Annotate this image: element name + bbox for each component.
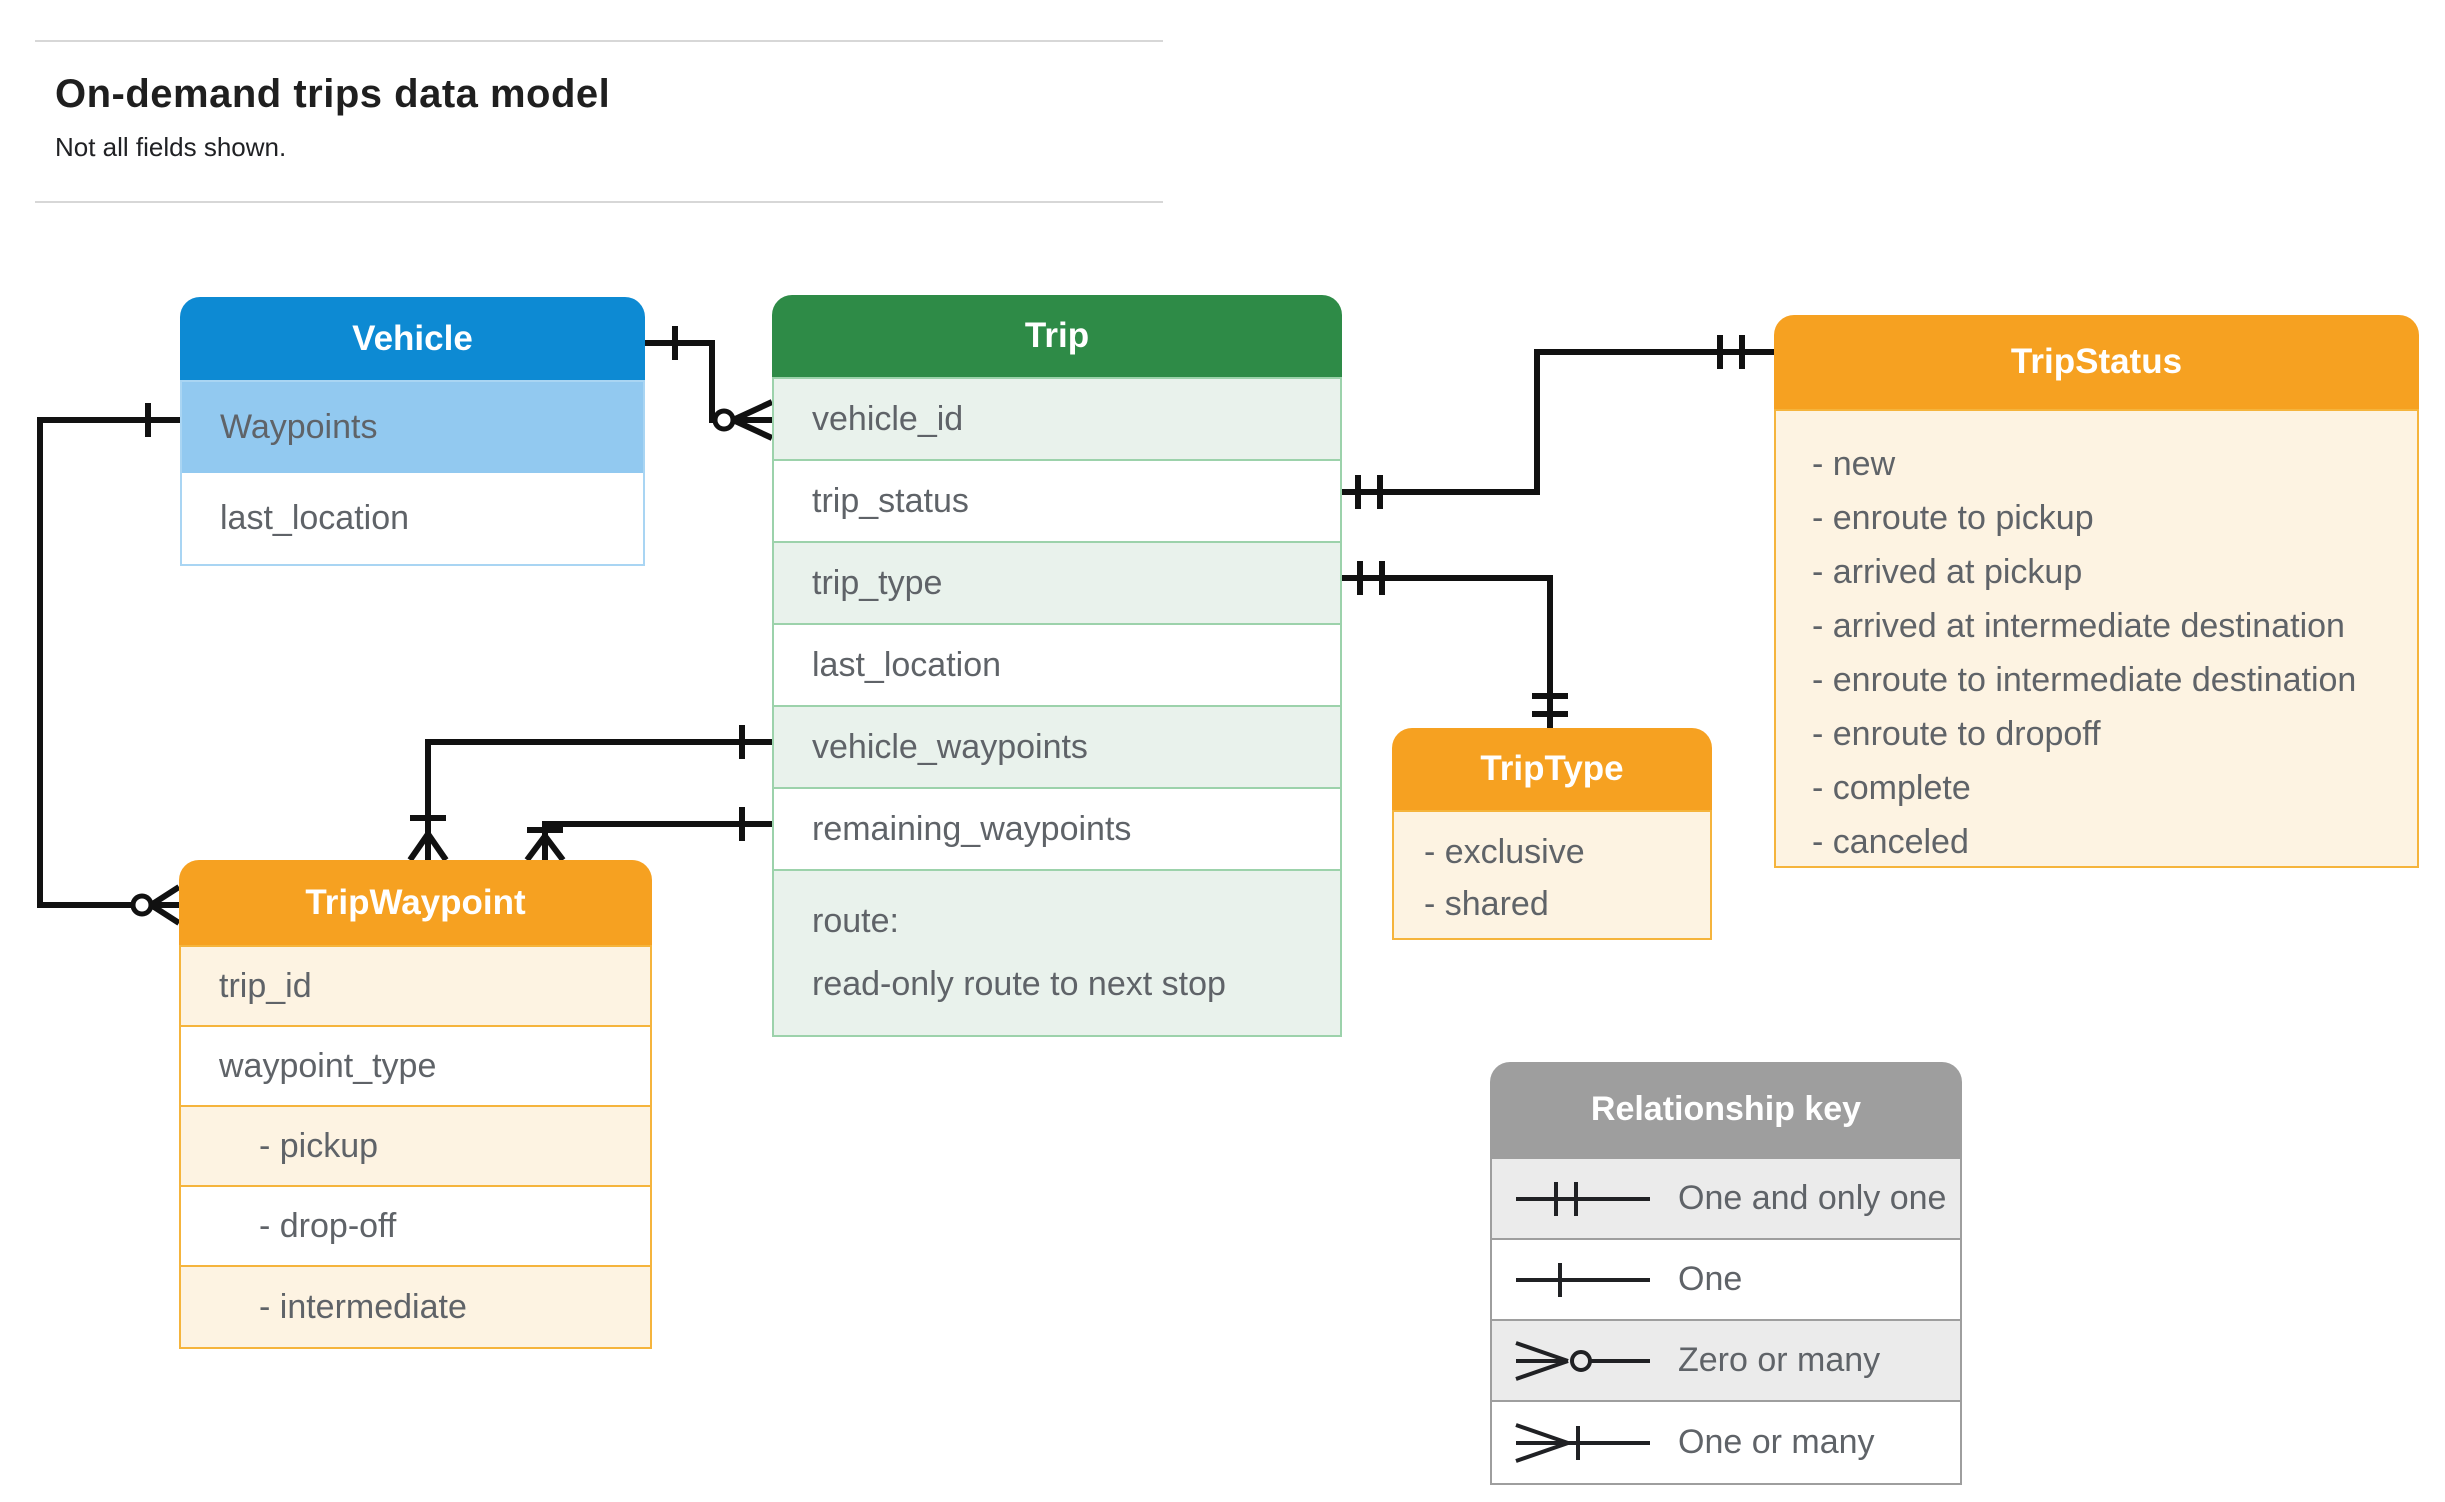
connector-trip-type-to-triptype bbox=[1332, 561, 1568, 728]
entity-tripwaypoint-body: trip_id waypoint_type - pickup - drop-of… bbox=[179, 945, 652, 1349]
enum-value-intermediate: - intermediate bbox=[181, 1267, 650, 1347]
field-route: route: read-only route to next stop bbox=[774, 871, 1340, 1035]
field-vehicle-id: vehicle_id bbox=[774, 379, 1340, 461]
field-waypoint-type: waypoint_type bbox=[181, 1027, 650, 1107]
field-trip-type: trip_type bbox=[774, 543, 1340, 625]
entity-tripstatus-body: - new - enroute to pickup - arrived at p… bbox=[1774, 409, 2419, 868]
enum-value-shared: - shared bbox=[1424, 884, 1549, 923]
relationship-key-header: Relationship key bbox=[1490, 1062, 1962, 1157]
one-icon bbox=[1516, 1262, 1650, 1297]
crow-foot-icon bbox=[524, 834, 566, 862]
entity-vehicle: Vehicle Waypoints last_location bbox=[180, 297, 645, 566]
zero-or-many-icon bbox=[130, 893, 154, 917]
field-trip-id: trip_id bbox=[181, 947, 650, 1027]
enum-value-drop-off: - drop-off bbox=[181, 1187, 650, 1267]
entity-tripstatus: TripStatus - new - enroute to pickup - a… bbox=[1774, 315, 2419, 868]
entity-trip-header: Trip bbox=[772, 295, 1342, 377]
enum-value-canceled: - canceled bbox=[1812, 822, 1969, 861]
divider-bottom bbox=[35, 201, 1163, 203]
entity-tripstatus-header: TripStatus bbox=[1774, 315, 2419, 409]
page-title: On-demand trips data model bbox=[55, 72, 611, 116]
field-waypoints: Waypoints bbox=[182, 382, 643, 473]
entity-triptype-header: TripType bbox=[1392, 728, 1712, 810]
entity-tripwaypoint: TripWaypoint trip_id waypoint_type - pic… bbox=[179, 860, 652, 1349]
enum-value-arrived-at-pickup: - arrived at pickup bbox=[1812, 552, 2083, 591]
field-last-location: last_location bbox=[774, 625, 1340, 707]
legend-label: One bbox=[1678, 1260, 1743, 1298]
crow-foot-icon bbox=[731, 399, 774, 441]
legend-row-zero-or-many: Zero or many bbox=[1492, 1321, 1960, 1402]
entity-triptype-body: - exclusive - shared bbox=[1392, 810, 1712, 940]
connector-vehicle-waypoints-to-tripwaypoint bbox=[37, 403, 181, 926]
one-and-only-one-icon bbox=[1355, 475, 1383, 509]
crow-foot-icon bbox=[407, 832, 449, 862]
enum-value-new: - new bbox=[1812, 444, 1896, 483]
entity-trip: Trip vehicle_id trip_status trip_type la… bbox=[772, 295, 1342, 1037]
enum-value-arrived-at-intermediate-destination: - arrived at intermediate destination bbox=[1812, 606, 2345, 645]
enum-value-exclusive: - exclusive bbox=[1424, 832, 1585, 871]
enum-value-complete: - complete bbox=[1812, 768, 1971, 807]
legend-label: Zero or many bbox=[1678, 1341, 1881, 1379]
enum-value-enroute-to-pickup: - enroute to pickup bbox=[1812, 498, 2094, 537]
entity-triptype: TripType - exclusive - shared bbox=[1392, 728, 1712, 940]
connector-remaining-waypoints-to-tripwaypoint bbox=[524, 807, 772, 862]
zero-or-many-icon bbox=[1515, 1340, 1650, 1381]
enum-value-pickup: - pickup bbox=[181, 1107, 650, 1187]
field-remaining-waypoints: remaining_waypoints bbox=[774, 789, 1340, 871]
legend-row-one-and-only-one: One and only one bbox=[1492, 1159, 1960, 1240]
enum-value-enroute-to-dropoff: - enroute to dropoff bbox=[1812, 714, 2101, 753]
page-subtitle: Not all fields shown. bbox=[55, 132, 287, 162]
entity-vehicle-header: Vehicle bbox=[180, 297, 645, 380]
field-last-location: last_location bbox=[220, 499, 410, 537]
entity-tripwaypoint-header: TripWaypoint bbox=[179, 860, 652, 945]
entity-trip-body: vehicle_id trip_status trip_type last_lo… bbox=[772, 377, 1342, 1037]
connector-vehicle-to-trip bbox=[645, 326, 774, 441]
crow-foot-icon bbox=[149, 884, 181, 926]
legend-row-one-or-many: One or many bbox=[1492, 1402, 1960, 1483]
legend-row-one: One bbox=[1492, 1240, 1960, 1321]
connector-vehicle-waypoints-field-to-tripwaypoint bbox=[407, 725, 772, 862]
one-or-many-icon bbox=[1515, 1422, 1650, 1463]
entity-vehicle-body: Waypoints last_location bbox=[180, 380, 645, 566]
zero-or-many-icon bbox=[712, 408, 736, 432]
one-and-only-one-icon bbox=[1532, 693, 1568, 717]
field-route-label: route: bbox=[812, 902, 899, 941]
field-trip-status: trip_status bbox=[774, 461, 1340, 543]
field-vehicle-waypoints: vehicle_waypoints bbox=[774, 707, 1340, 789]
enum-value-enroute-to-intermediate-destination: - enroute to intermediate destination bbox=[1812, 660, 2357, 699]
divider-top bbox=[35, 40, 1163, 42]
one-and-only-one-icon bbox=[1357, 561, 1385, 595]
legend-label: One or many bbox=[1678, 1423, 1875, 1461]
connector-trip-status-to-tripstatus bbox=[1332, 335, 1774, 509]
one-and-only-one-icon bbox=[1516, 1181, 1650, 1216]
relationship-key: Relationship key One and only one One bbox=[1490, 1062, 1962, 1485]
relationship-key-body: One and only one One Zero or many bbox=[1490, 1157, 1962, 1485]
legend-label: One and only one bbox=[1678, 1179, 1947, 1217]
field-route-description: read-only route to next stop bbox=[812, 965, 1226, 1003]
one-and-only-one-icon bbox=[1717, 335, 1745, 369]
